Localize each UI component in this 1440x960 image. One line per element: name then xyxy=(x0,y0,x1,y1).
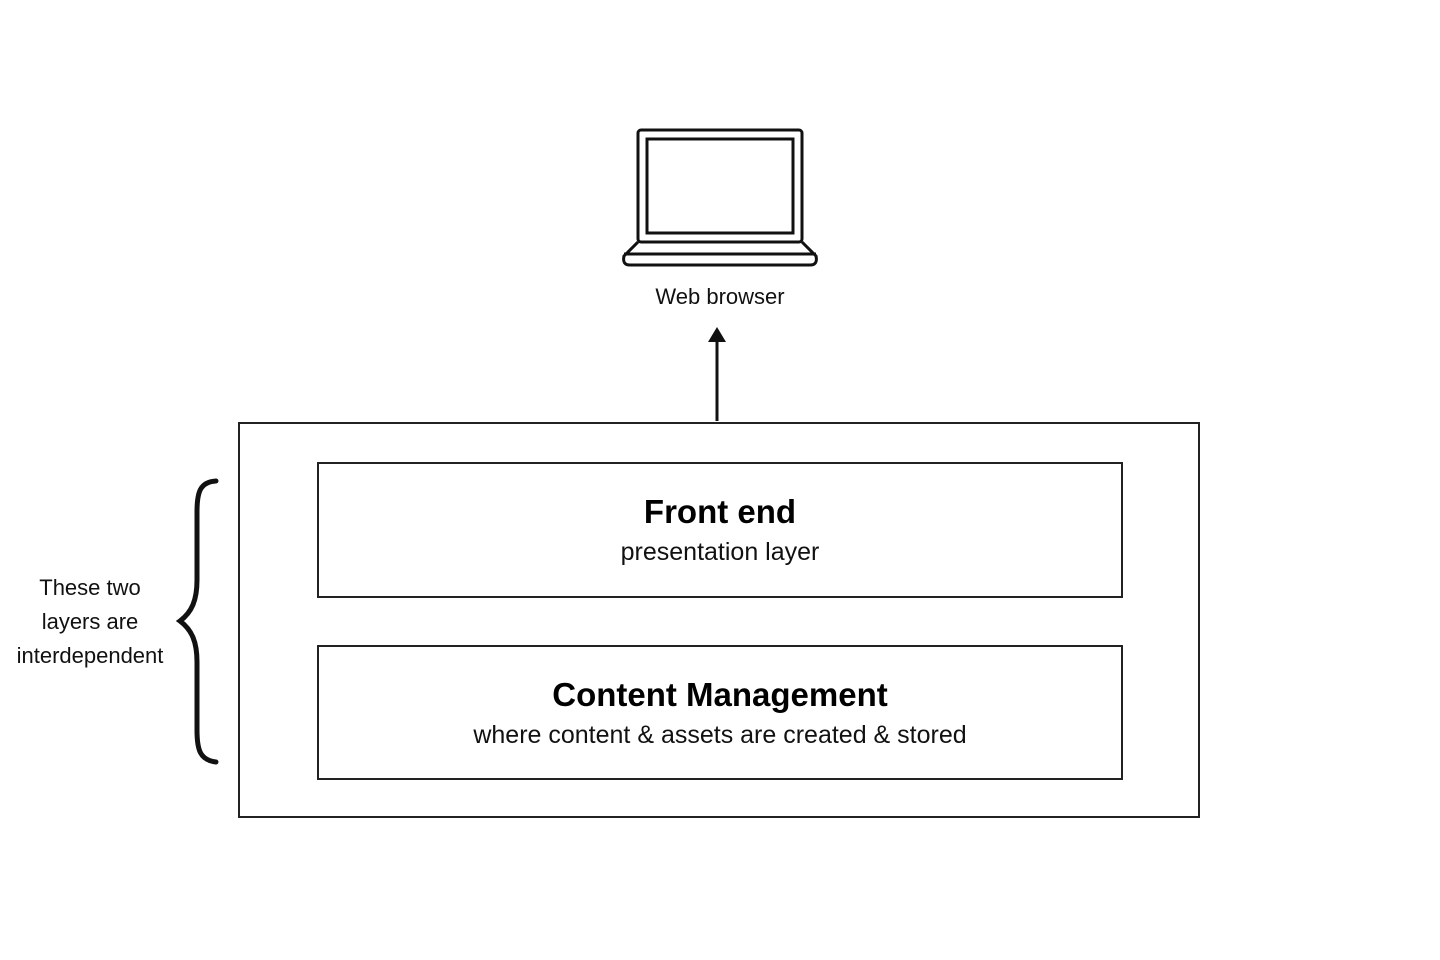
web-browser-label: Web browser xyxy=(655,284,785,309)
interdependence-note: These two layers are interdependent xyxy=(0,571,180,673)
curly-brace xyxy=(175,478,219,765)
laptop-icon xyxy=(622,128,818,267)
front-end-title: Front end xyxy=(643,493,797,530)
note-line: layers are xyxy=(41,609,139,634)
front-end-subtitle: presentation layer xyxy=(620,538,820,566)
application-container xyxy=(238,422,1200,818)
content-management-title: Content Management xyxy=(552,675,888,713)
front-end-layer: Front end presentation layer xyxy=(317,462,1123,598)
note-line: interdependent xyxy=(16,643,164,668)
up-arrow xyxy=(708,327,726,421)
content-management-layer: Content Management where content & asset… xyxy=(317,645,1123,780)
content-management-subtitle: where content & assets are created & sto… xyxy=(473,720,967,749)
note-line: These two xyxy=(39,575,141,600)
